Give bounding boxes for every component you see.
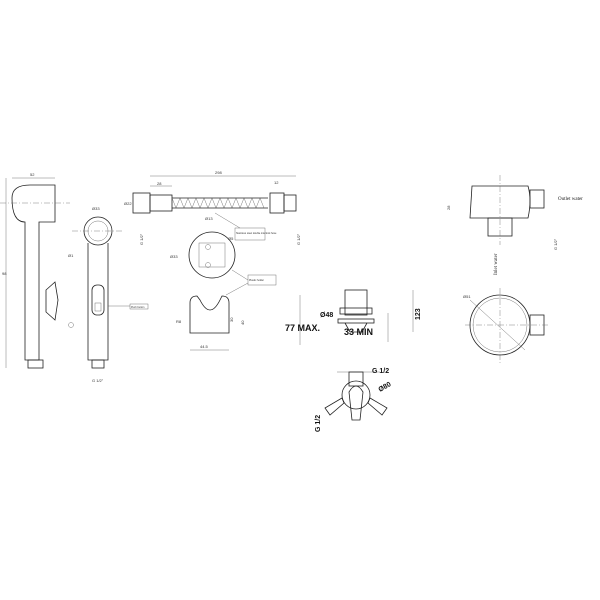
holder-radius: R8 [176, 319, 182, 324]
wall-elbow: Outlet water Inlet water 28 G 1/2" Ø51 [446, 175, 583, 365]
valve-g-top: G 1/2 [372, 368, 389, 375]
push-button-note: Push button [131, 306, 145, 309]
valve-d80: Ø80 [378, 381, 393, 394]
hose-length: 298 [215, 170, 222, 175]
holder-width: 44.5 [200, 344, 209, 349]
handset-front-view: Ø33 Ø1 Push button G 1/2" [68, 206, 149, 383]
holder-note: Plastic holder [249, 279, 264, 282]
holder-dia: Ø33 [170, 254, 178, 259]
hose-end-dia: Ø22 [124, 201, 132, 206]
holder-hole: Ø5 [228, 236, 234, 241]
elbow-dia: Ø51 [463, 294, 471, 299]
valve-height: 123 [415, 308, 422, 320]
elbow-thread: G 1/2" [553, 238, 558, 250]
nozzle-dia: Ø1 [68, 253, 74, 258]
hose-nut-len: 12 [274, 180, 279, 185]
inlet-label: Inlet water [494, 253, 499, 275]
handset-thread: G 1/2" [92, 378, 104, 383]
hose-thread-right: G 1/2" [296, 233, 301, 245]
valve-d48: Ø48 [320, 312, 333, 319]
hose-end-len: 28 [157, 181, 162, 186]
valve-elevation: Ø48 77 MAX. 33 MIN 123 [285, 289, 422, 345]
elbow-height: 28 [446, 205, 451, 210]
hose-note: Stainless steel double interlock hose [236, 232, 277, 235]
head-dia: Ø33 [92, 206, 100, 211]
valve-plan: G 1/2 Ø80 G 1/2 [315, 368, 393, 432]
valve-max: 77 MAX. [285, 323, 320, 333]
outlet-label: Outlet water [558, 197, 583, 202]
holder-drawing: Ø33 Ø5 Plastic holder 44.5 40 30 R8 [170, 231, 277, 351]
hose-dia: Ø13 [205, 216, 213, 221]
height-dim: 98 [2, 271, 7, 276]
hose-thread-left: G 1/2" [139, 233, 144, 245]
holder-height: 40 [240, 320, 245, 325]
valve-g-side: G 1/2 [315, 415, 322, 432]
handset-side-view: 52 98 [0, 172, 70, 369]
width-dim: 52 [30, 172, 35, 177]
valve-min: 33 MIN [344, 327, 373, 337]
holder-inner-height: 30 [229, 317, 234, 322]
hose-drawing: 298 28 12 Ø22 Ø13 G 1/2" G 1/2" Stainles… [124, 170, 301, 245]
